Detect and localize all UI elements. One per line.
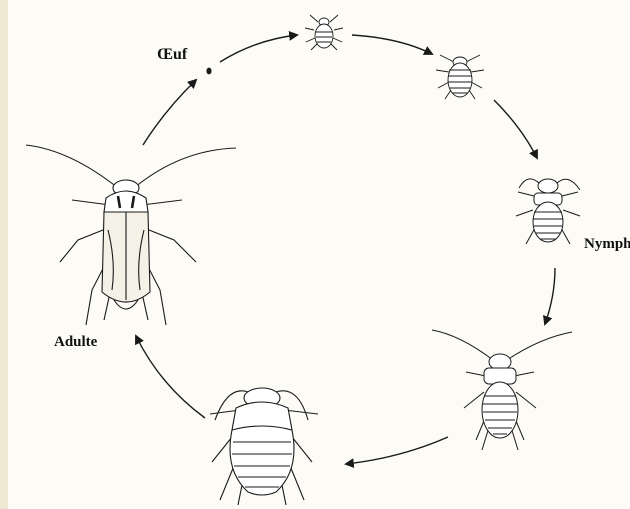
arrow-adult-to-egg	[143, 80, 196, 145]
nymph-stage-1	[305, 15, 343, 50]
label-nymph: Nympho	[584, 236, 630, 253]
egg-dot	[206, 68, 211, 75]
arrow-nymph4-to-nymph5	[346, 437, 448, 464]
arrow-egg-to-nymph1	[220, 35, 297, 62]
label-egg: Œuf	[157, 46, 187, 64]
arrow-nymph2-to-nymph3	[494, 100, 537, 158]
nymph-stage-4	[432, 330, 572, 450]
adult-cockroach	[26, 145, 236, 325]
label-adult: Adulte	[54, 334, 97, 351]
nymph-stage-5	[210, 388, 318, 505]
arrow-nymph3-to-nymph4	[545, 268, 555, 324]
arrow-nymph1-to-nymph2	[352, 35, 432, 54]
arrow-nymph5-to-adult	[136, 336, 205, 418]
nymph-stage-2	[436, 55, 484, 99]
nymph-stage-3	[516, 179, 580, 244]
